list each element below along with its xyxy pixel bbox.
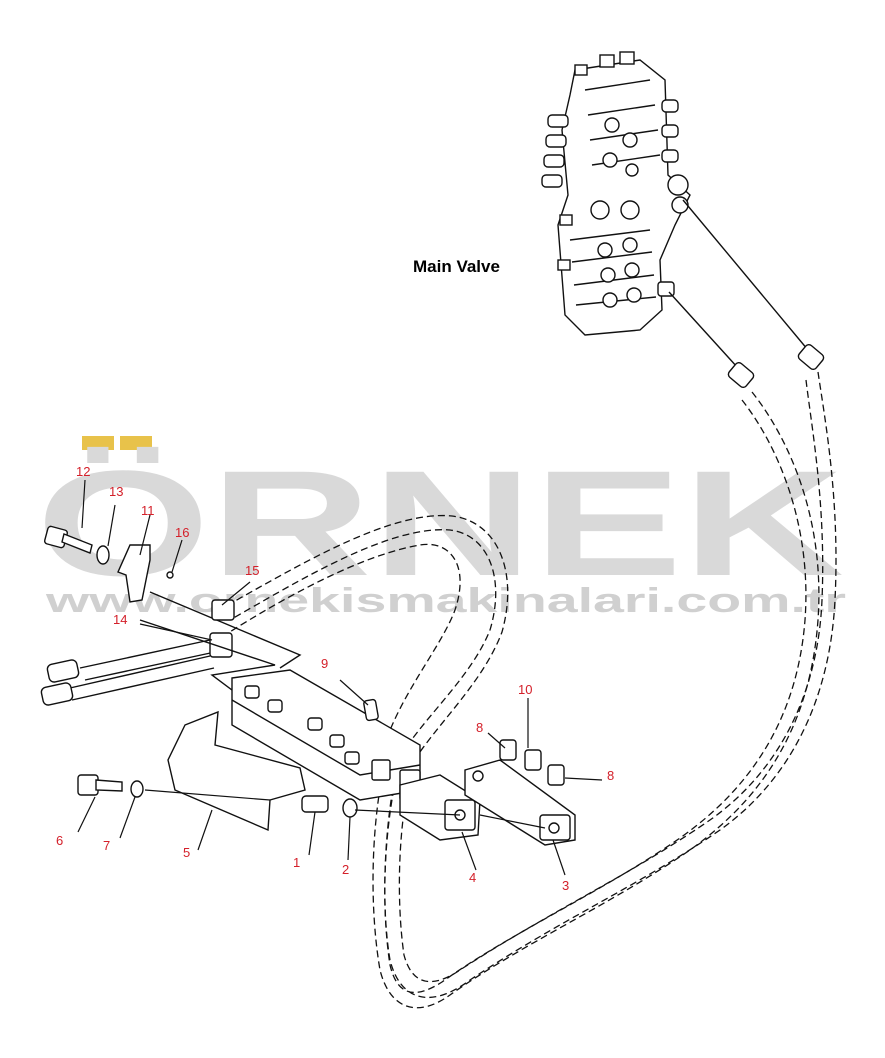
- hose-fitting-upper: [727, 343, 825, 389]
- callout-2: 2: [342, 862, 349, 877]
- bracket-5: [167, 710, 306, 832]
- callout-13: 13: [109, 484, 123, 499]
- callout-11: 11: [141, 503, 155, 518]
- callout-10: 10: [518, 682, 532, 697]
- watermark: ÖRNEK www.ornekismakinalari.com.tr: [36, 436, 846, 620]
- washer-13: [96, 545, 110, 565]
- callout-16: 16: [175, 525, 189, 540]
- bracket-11: [117, 544, 151, 603]
- watermark-umlaut-dot: [82, 436, 114, 450]
- leader-lines: [77, 479, 603, 876]
- clamp-3: [464, 759, 576, 846]
- watermark-umlaut-dot: [120, 436, 152, 450]
- callout-8-left: 8: [476, 720, 483, 735]
- clamp-15: [211, 599, 235, 621]
- callout-14: 14: [113, 612, 127, 627]
- callout-7: 7: [103, 838, 110, 853]
- spacer-8: [547, 764, 565, 786]
- callout-12: 12: [76, 464, 90, 479]
- spacer-8: [499, 739, 517, 761]
- callout-numbers: 1 2 3 4 5 6 7 8 8 9 10 11 12 13 14 15 16: [56, 464, 614, 893]
- washer-2: [342, 798, 358, 818]
- left-hose-fittings: [40, 632, 233, 706]
- callout-1: 1: [293, 855, 300, 870]
- callout-15: 15: [245, 563, 259, 578]
- callout-8-right: 8: [607, 768, 614, 783]
- callout-4: 4: [469, 870, 476, 885]
- hose-lines: [69, 371, 837, 1009]
- watermark-url: www.ornekismakinalari.com.tr: [44, 582, 846, 620]
- bolt-6: [77, 774, 123, 796]
- callout-5: 5: [183, 845, 190, 860]
- bolt-12: [43, 525, 93, 554]
- callout-3: 3: [562, 878, 569, 893]
- fitting-1: [301, 795, 329, 813]
- callout-6: 6: [56, 833, 63, 848]
- screw-16: [166, 571, 174, 579]
- washer-7: [130, 780, 144, 798]
- main-valve: [541, 51, 691, 336]
- callout-9: 9: [321, 656, 328, 671]
- clamp-4: [399, 774, 481, 841]
- main-valve-label: Main Valve: [413, 257, 500, 276]
- spacer-10: [524, 749, 542, 771]
- watermark-brand: ÖRNEK: [36, 439, 844, 607]
